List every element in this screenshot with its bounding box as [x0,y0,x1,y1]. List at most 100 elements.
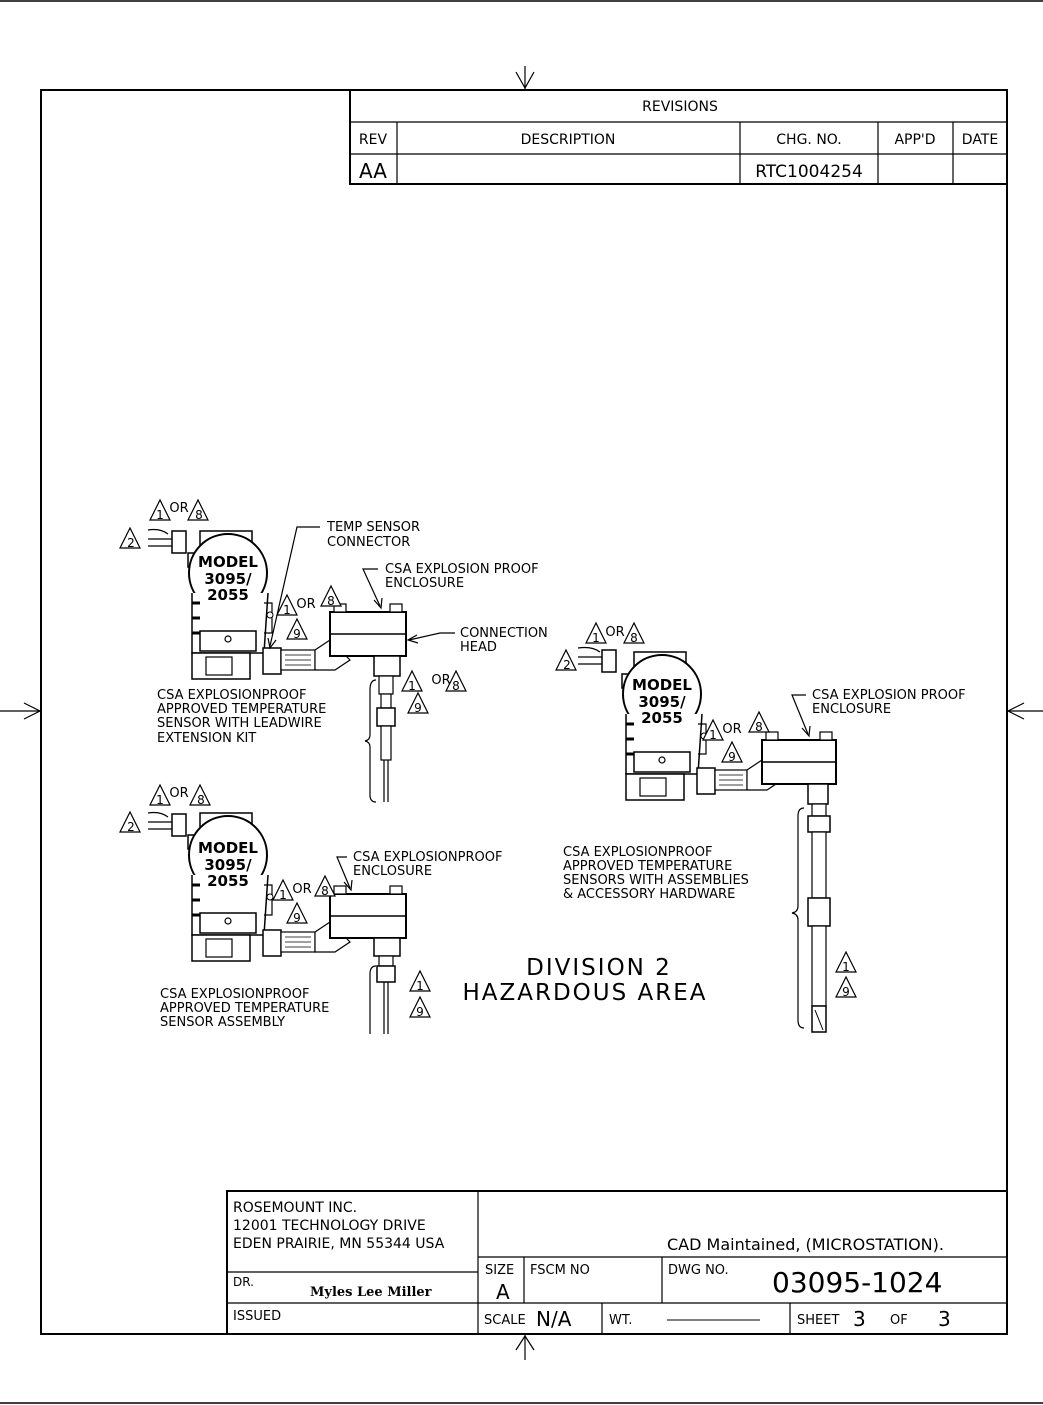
svg-text:9: 9 [728,750,736,764]
svg-text:2055: 2055 [207,872,249,890]
chg-no-value: RTC1004254 [755,162,863,182]
left-center-arrow [0,702,42,720]
svg-text:OR: OR [431,673,450,688]
svg-text:1: 1 [156,793,164,807]
company-name: ROSEMOUNT INC. [233,1200,357,1216]
of-label: OF [890,1313,908,1328]
svg-text:1: 1 [156,508,164,522]
top-center-arrow [515,66,535,90]
wt-label: WT. [609,1313,632,1328]
svg-text:CONNECTOR: CONNECTOR [327,535,410,550]
of-value: 3 [938,1307,951,1331]
model-label-top-left: MODEL 3095/ 2055 [198,553,258,604]
svg-text:CONNECTION: CONNECTION [460,626,548,641]
callout-enclosure-right: CSA EXPLOSION PROOF ENCLOSURE [791,688,966,738]
callout-sensors-assemblies: CSA EXPLOSIONPROOF APPROVED TEMPERATURE … [563,845,749,902]
chg-no-header: CHG. NO. [776,132,841,148]
svg-text:9: 9 [842,985,850,999]
callout-sensor-assembly: CSA EXPLOSIONPROOF APPROVED TEMPERATURE … [160,987,329,1030]
svg-text:3095/: 3095/ [204,570,252,588]
svg-text:2055: 2055 [207,586,249,604]
svg-text:HEAD: HEAD [460,640,497,655]
svg-text:OR: OR [722,722,741,737]
svg-text:CSA EXPLOSIONPROOF: CSA EXPLOSIONPROOF [563,845,712,860]
scale-value: N/A [536,1307,572,1331]
title-block: ROSEMOUNT INC. 12001 TECHNOLOGY DRIVE ED… [226,1190,1008,1335]
svg-text:OR: OR [169,501,188,516]
symbols-top-left-connector: 1 OR 8 9 [276,585,342,641]
svg-text:8: 8 [630,631,638,645]
rev-header: REV [359,132,388,148]
symbols-right-connector: 1 OR 8 9 [702,711,770,764]
fscm-label: FSCM NO [530,1263,590,1278]
svg-text:DIVISION 2: DIVISION 2 [526,955,672,981]
svg-text:OR: OR [296,597,315,612]
revisions-table: REVISIONS REV DESCRIPTION CHG. NO. APP'D… [349,89,1008,185]
svg-text:1: 1 [283,603,291,617]
company-city: EDEN PRAIRIE, MN 55344 USA [233,1236,445,1252]
symbols-bottom-left-connector: 1 OR 8 9 [272,875,336,925]
symbols-right-sensor: 1 9 [835,951,857,999]
svg-text:1: 1 [416,979,424,993]
rev-value: AA [359,159,387,183]
svg-text:ENCLOSURE: ENCLOSURE [385,576,464,591]
svg-text:CSA EXPLOSION PROOF: CSA EXPLOSION PROOF [812,688,966,703]
company-address: 12001 TECHNOLOGY DRIVE [233,1218,426,1234]
callout-enclosure-bottom-left: CSA EXPLOSIONPROOF ENCLOSURE [336,850,502,892]
svg-text:SENSOR WITH LEADWIRE: SENSOR WITH LEADWIRE [157,716,322,731]
svg-text:APPROVED TEMPERATURE: APPROVED TEMPERATURE [157,702,326,717]
svg-text:2: 2 [127,536,135,550]
svg-text:APPROVED TEMPERATURE: APPROVED TEMPERATURE [160,1001,329,1016]
sheet-label: SHEET [797,1313,839,1328]
svg-text:OR: OR [169,786,188,801]
svg-text:1: 1 [408,679,416,693]
svg-text:OR: OR [292,882,311,897]
svg-text:8: 8 [327,594,335,608]
right-center-arrow [1006,702,1043,720]
svg-text:& ACCESSORY HARDWARE: & ACCESSORY HARDWARE [563,887,735,902]
svg-text:ENCLOSURE: ENCLOSURE [812,702,891,717]
size-value: A [496,1280,510,1304]
assembly-sensors-accessory [577,646,837,1033]
cad-note: CAD Maintained, (MICROSTATION). [667,1235,944,1254]
svg-text:HAZARDOUS AREA: HAZARDOUS AREA [462,980,707,1006]
model-label-bottom-left: MODEL 3095/ 2055 [198,839,258,890]
svg-text:8: 8 [195,508,203,522]
svg-text:TEMP SENSOR: TEMP SENSOR [326,520,420,535]
svg-text:SENSOR ASSEMBLY: SENSOR ASSEMBLY [160,1015,285,1030]
drawn-by-signature: Myles Lee Miller [310,1285,432,1300]
svg-text:8: 8 [452,679,460,693]
svg-text:EXTENSION KIT: EXTENSION KIT [157,731,256,746]
svg-text:1: 1 [279,888,287,902]
symbols-right-transmitter: 1 OR 8 2 [555,622,645,672]
callout-leadwire-kit: CSA EXPLOSIONPROOF APPROVED TEMPERATURE … [157,688,326,746]
svg-text:CSA EXPLOSIONPROOF: CSA EXPLOSIONPROOF [157,688,306,703]
bottom-center-arrow [515,1334,535,1360]
assembly-leadwire-kit [147,528,407,803]
description-header: DESCRIPTION [521,132,616,148]
svg-text:ENCLOSURE: ENCLOSURE [353,864,432,879]
svg-text:1: 1 [709,728,717,742]
svg-text:3095/: 3095/ [638,693,686,711]
svg-text:MODEL: MODEL [632,676,692,694]
symbols-bottom-left-sensor: 1 9 [409,970,431,1019]
svg-text:1: 1 [842,960,850,974]
svg-text:APPROVED TEMPERATURE: APPROVED TEMPERATURE [563,859,732,874]
svg-text:MODEL: MODEL [198,839,258,857]
scale-label: SCALE [484,1313,526,1328]
svg-text:3095/: 3095/ [204,856,252,874]
size-label: SIZE [485,1263,514,1278]
svg-text:SENSORS WITH ASSEMBLIES: SENSORS WITH ASSEMBLIES [563,873,749,888]
svg-text:9: 9 [293,627,301,641]
symbols-top-left-transmitter: 1 OR 8 2 [119,499,209,550]
svg-text:9: 9 [293,911,301,925]
svg-text:9: 9 [416,1005,424,1019]
svg-text:8: 8 [197,793,205,807]
drawn-by-label: DR. [233,1275,254,1289]
symbols-bottom-left-transmitter: 1 OR 8 2 [119,784,211,834]
symbols-top-left-sensor: 1 OR 8 9 [401,670,467,715]
svg-text:2055: 2055 [641,709,683,727]
callout-enclosure-top-left: CSA EXPLOSION PROOF ENCLOSURE [362,562,539,610]
svg-text:CSA EXPLOSIONPROOF: CSA EXPLOSIONPROOF [160,987,309,1002]
